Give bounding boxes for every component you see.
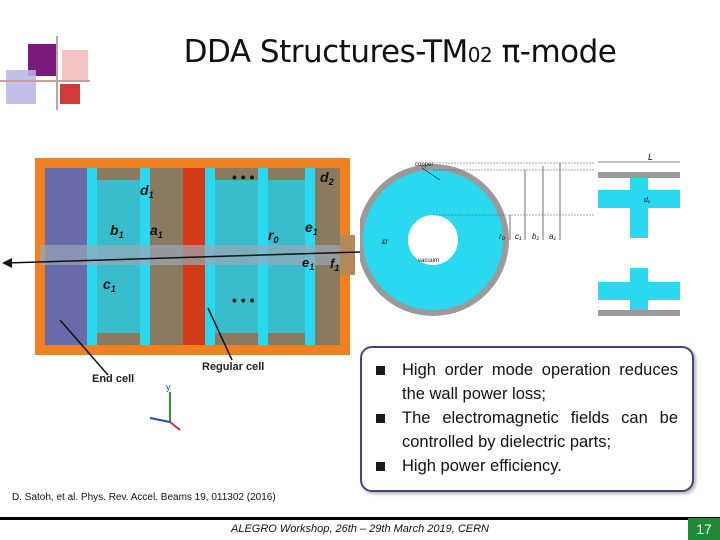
copper-label: copper: [415, 162, 433, 168]
label-f1: f1: [330, 256, 339, 273]
citation: D. Satoh, et al. Phys. Rev. Accel. Beams…: [12, 492, 276, 503]
square-red: [60, 84, 80, 104]
beam-arrow-head: [2, 258, 12, 268]
bullet-3: High power efficiency.: [376, 454, 678, 478]
logo-squares: [0, 0, 90, 110]
label-d1: d1: [140, 182, 154, 200]
label-d2: d2: [320, 169, 334, 187]
copper-pointer: [421, 167, 441, 181]
square-lavender: [6, 70, 36, 104]
bullet-square-icon: [376, 366, 385, 375]
footer-text: ALEGRO Workshop, 26th – 29th March 2019,…: [230, 523, 489, 535]
vacuum-label: vacuum: [418, 258, 439, 264]
label-r0: r0: [268, 227, 278, 245]
beam-axis: [5, 251, 360, 264]
b1-label: b₁: [532, 232, 539, 241]
axis-y-label: y: [166, 382, 171, 392]
axis-z: [169, 421, 181, 431]
label-e1-top: e1: [305, 219, 318, 237]
r0-label: r₀: [499, 232, 506, 241]
cross-section-figure: copper vacuum εr r₀ c₁ b₁ a₁ L d₁: [360, 152, 680, 316]
end-cell-label: End cell: [92, 373, 134, 385]
bullet-square-icon: [376, 414, 385, 423]
copper-wall: [598, 172, 680, 178]
axis-x: [149, 417, 171, 423]
bullet-square-icon: [376, 462, 385, 471]
a1-label: a₁: [549, 232, 556, 241]
bullet-2: The electromagnetic fields can be contro…: [376, 406, 678, 454]
c1-label: c₁: [515, 232, 522, 241]
bullet-box: High order mode operation reduces the wa…: [360, 346, 694, 492]
bullet-1: High order mode operation reduces the wa…: [376, 358, 678, 406]
label-a1: a1: [150, 222, 163, 240]
dda-cutaway-figure: d1 d2 b1 a1 r0 e1 e1 f1 c1 • • • • • • E…: [2, 158, 360, 431]
end-cell-pointer: [59, 319, 109, 376]
section-stem-bottom: [630, 268, 648, 310]
copper-wall-bottom: [598, 310, 680, 316]
L-label: L: [648, 152, 653, 162]
label-e1: e1: [302, 255, 314, 272]
line-vertical: [56, 36, 58, 110]
regular-cell-label: Regular cell: [202, 361, 264, 373]
page-number: 17: [688, 518, 720, 540]
label-b1: b1: [110, 222, 124, 240]
d1-label: d₁: [644, 197, 651, 204]
square-pink: [62, 50, 88, 80]
pipe-end: [340, 235, 355, 275]
section-stem-top: [630, 178, 648, 238]
footer-rule: [0, 517, 720, 520]
slide-title: DDA Structures-TM02 π-mode: [183, 34, 617, 70]
line-horizontal: [0, 80, 90, 82]
vacuum-hole: [408, 215, 458, 265]
dots-bottom: • • •: [232, 292, 255, 308]
label-c1: c1: [103, 276, 116, 294]
eps-label: εr: [382, 237, 389, 246]
dots-top: • • •: [232, 169, 255, 185]
regular-cell-pointer: [207, 307, 233, 361]
